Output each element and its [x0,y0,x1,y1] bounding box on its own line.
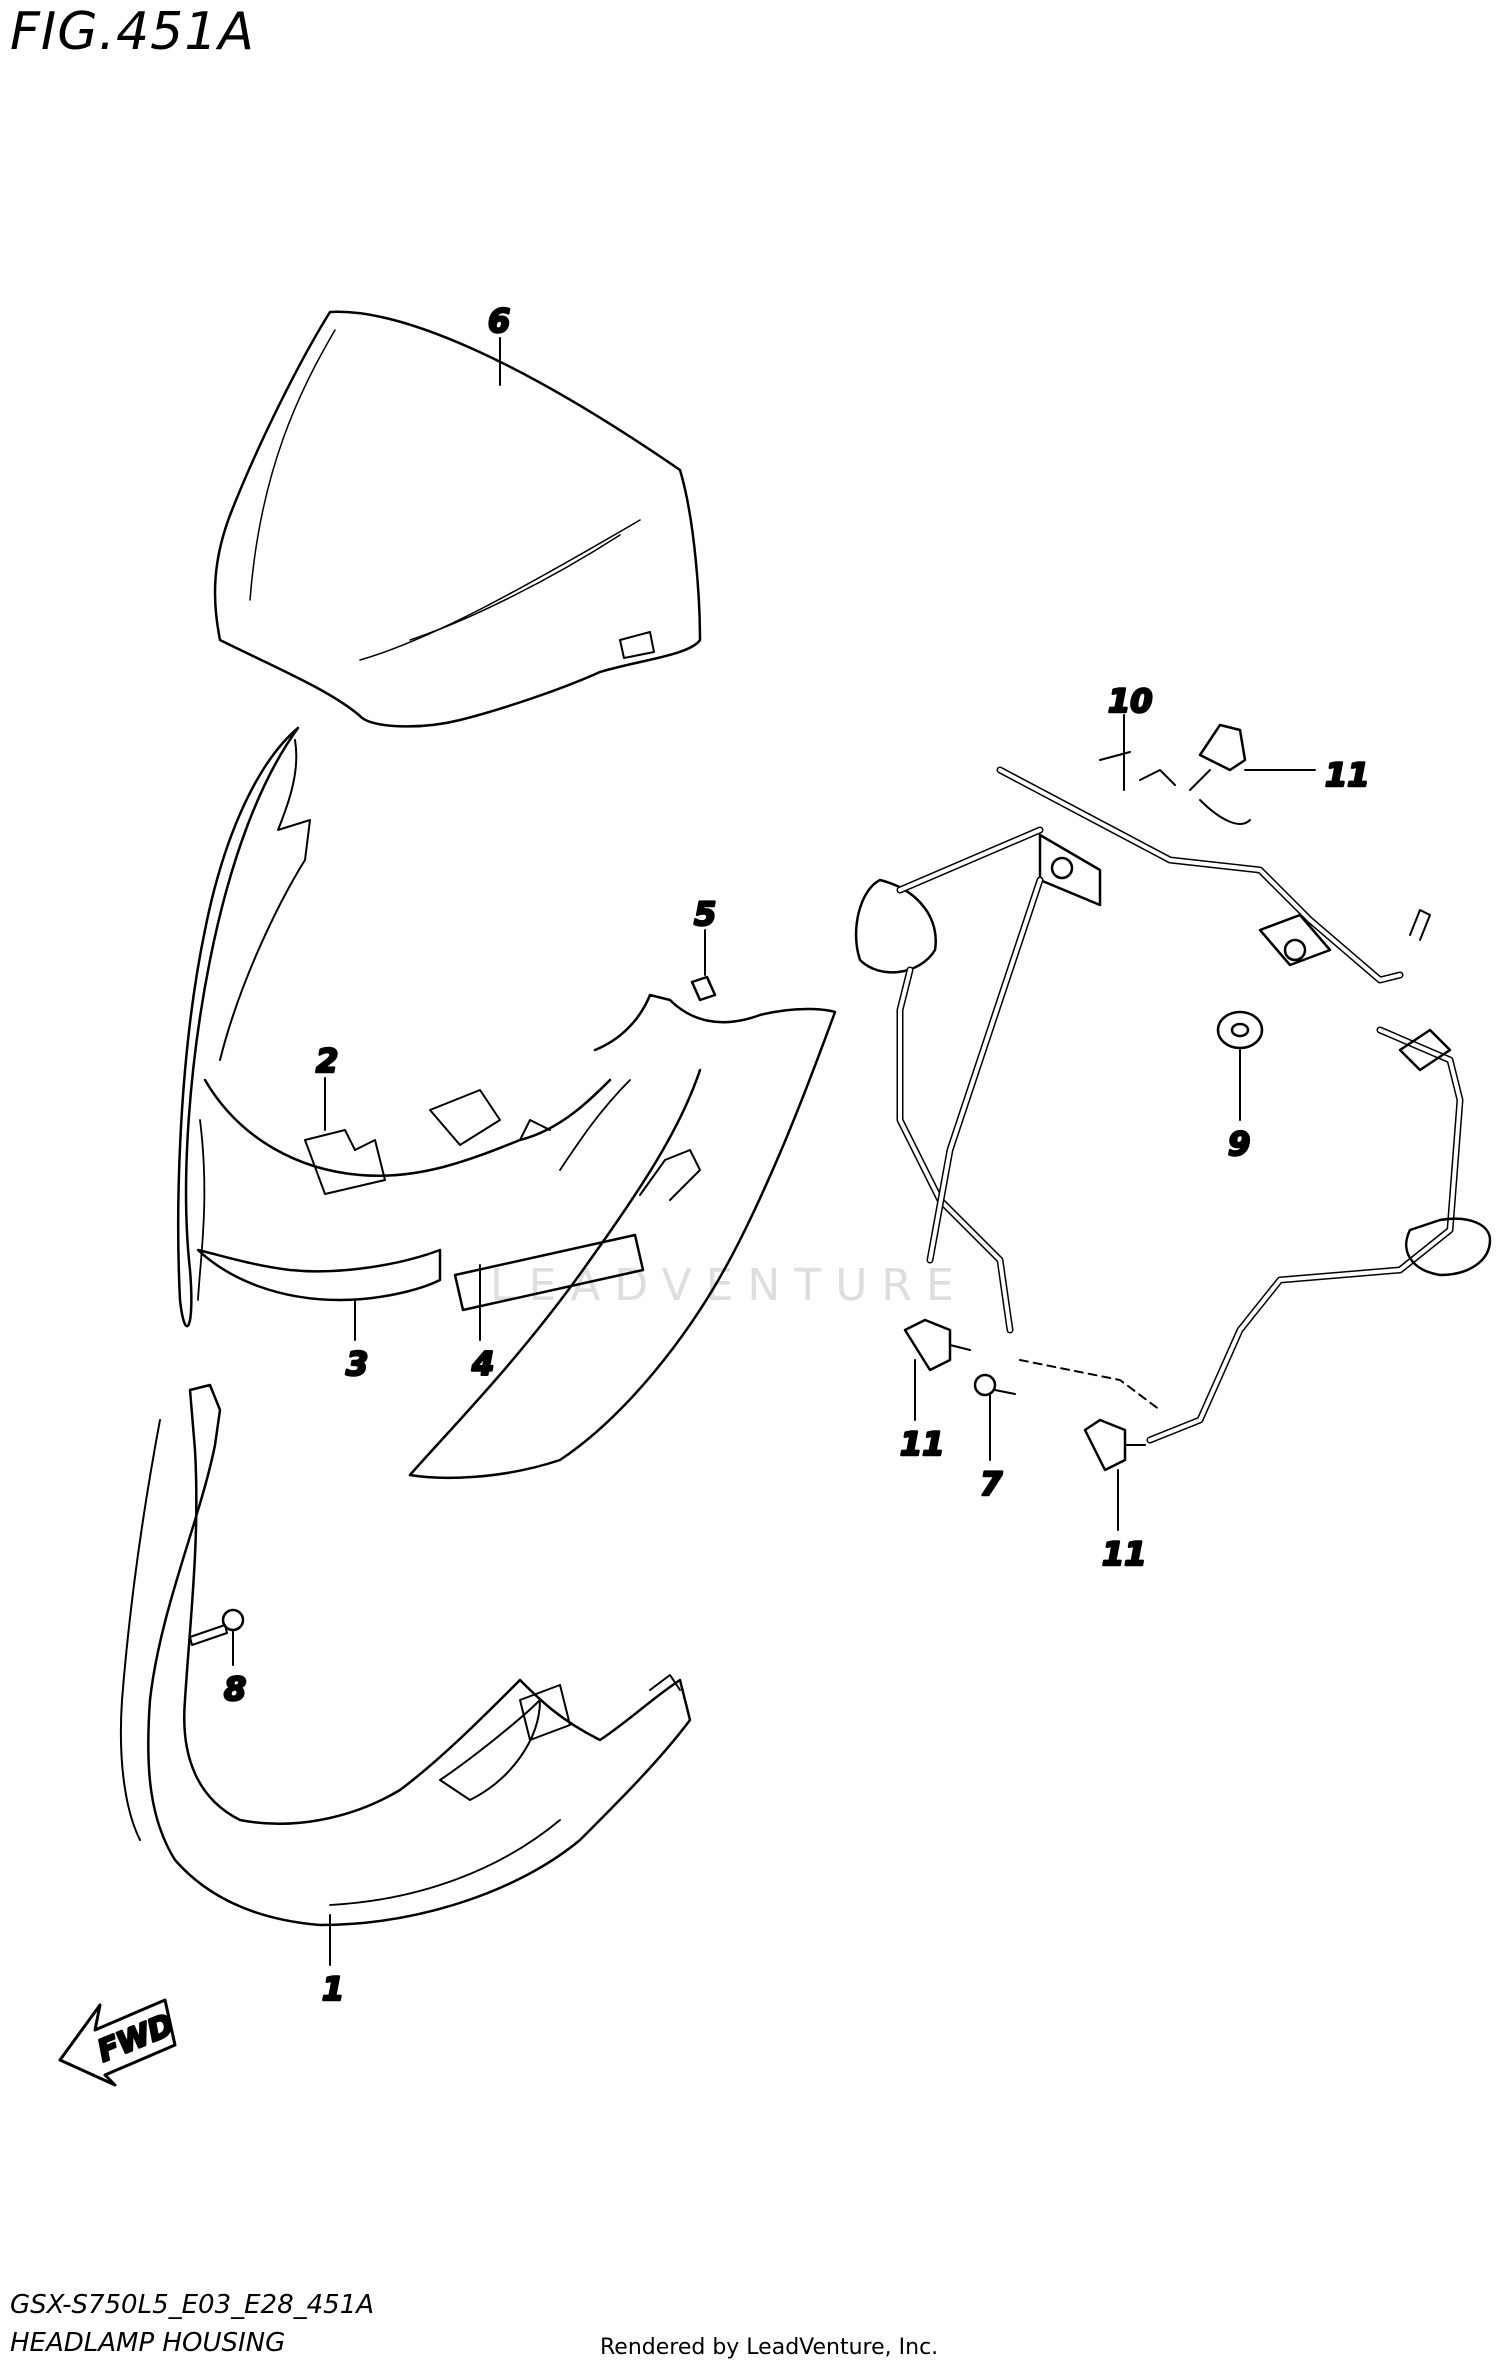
callout-leaders [232,337,1316,1966]
callout-8: 8 [224,1670,246,1708]
fwd-label: FWD [93,2008,179,2070]
rivet-part-11-top[interactable] [1189,723,1247,791]
callout-3: 3 [346,1345,368,1383]
callout-11: 11 [1102,1535,1147,1573]
callout-11: 11 [900,1425,945,1463]
headlamp-cover-part-3[interactable] [177,726,612,1328]
figure-code: GSX-S750L5_E03_E28_451A [10,2290,375,2320]
callout-10: 10 [1108,682,1153,720]
watermark: LEADVENTURE [490,1260,968,1311]
callout-4: 4 [471,1345,494,1383]
callout-9: 9 [1228,1125,1250,1163]
screw-part-8[interactable] [189,1608,245,1646]
clip-part-5[interactable] [690,975,717,1002]
callout-11: 11 [1325,756,1370,794]
windscreen-part-6[interactable] [213,310,702,728]
screw-part-7[interactable] [973,1373,1016,1397]
rivet-part-11-left[interactable] [903,1318,971,1372]
side-panel[interactable] [408,993,837,1480]
callout-1: 1 [322,1970,344,2008]
rivet-part-11-bottom[interactable] [1083,1418,1146,1472]
callout-6: 6 [488,302,510,340]
lower-cowl-part-1[interactable] [119,1383,692,1927]
rendered-by-credit: Rendered by LeadVenture, Inc. [600,2335,939,2360]
grommet-part-9[interactable] [1216,1010,1264,1050]
figure-title: FIG.451A [10,2,255,62]
fwd-arrow: FWD [58,1998,180,2087]
callout-2: 2 [316,1042,338,1080]
figure-caption: HEADLAMP HOUSING [10,2328,286,2358]
bracket-part-10[interactable] [854,751,1492,1444]
callout-5: 5 [694,895,716,933]
callout-7: 7 [980,1465,1003,1503]
